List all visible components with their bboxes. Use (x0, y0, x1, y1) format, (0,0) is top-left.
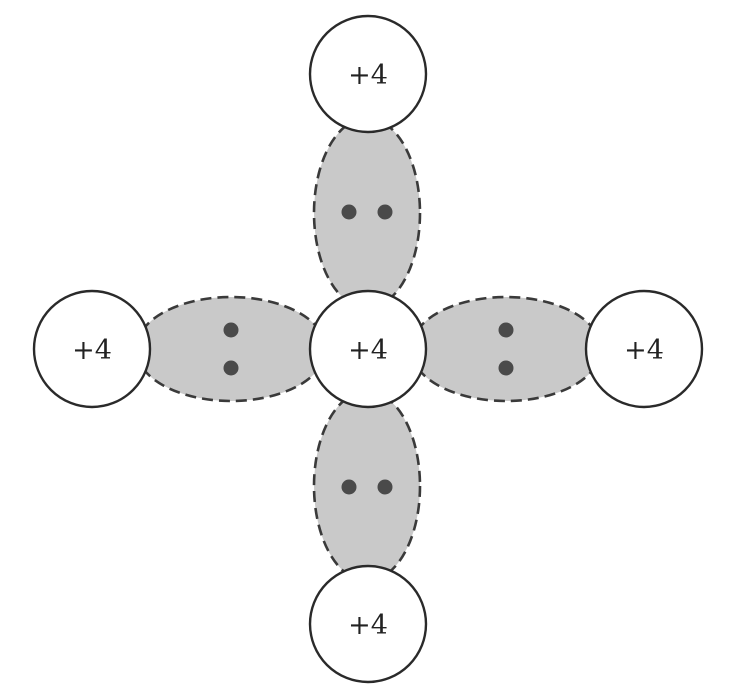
bond-bottom (312, 389, 422, 583)
electron (341, 204, 357, 220)
atom-left: +4 (32, 289, 152, 409)
bond-top (312, 116, 422, 310)
electron (377, 479, 393, 495)
atom-center-charge: +4 (348, 335, 388, 366)
bond-top-shape (312, 116, 422, 310)
atom-center: +4 (308, 289, 428, 409)
bond-left (134, 295, 328, 403)
bond-left-shape (134, 295, 328, 403)
electron (223, 360, 239, 376)
electron (377, 204, 393, 220)
electron (498, 360, 514, 376)
atom-left-charge: +4 (72, 335, 112, 366)
electron (223, 322, 239, 338)
atom-right-circle (584, 289, 704, 409)
atom-top: +4 (308, 14, 428, 134)
atom-top-charge: +4 (348, 60, 388, 91)
atom-right-charge: +4 (624, 335, 664, 366)
atom-bottom: +4 (308, 564, 428, 684)
electron (341, 479, 357, 495)
atom-left-circle (32, 289, 152, 409)
bond-bottom-shape (312, 389, 422, 583)
atom-right: +4 (584, 289, 704, 409)
atom-top-circle (308, 14, 428, 134)
bond-right-shape (409, 295, 603, 403)
electron (498, 322, 514, 338)
bond-right (409, 295, 603, 403)
atom-bottom-charge: +4 (348, 610, 388, 641)
atom-center-circle (308, 289, 428, 409)
atom-bottom-circle (308, 564, 428, 684)
